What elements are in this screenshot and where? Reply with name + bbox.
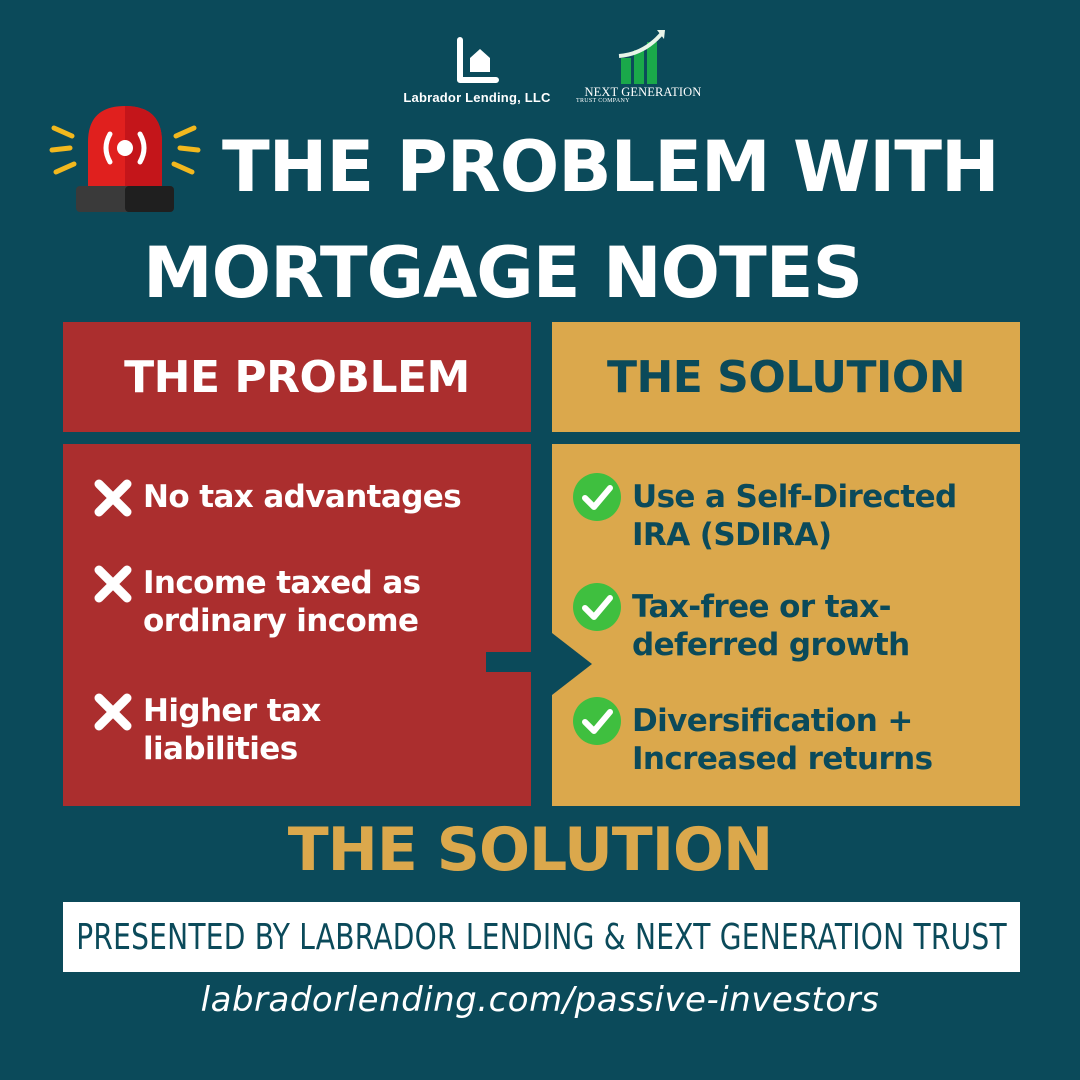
house-bracket-icon: [457, 37, 499, 83]
next-generation-logo: NEXT GENERATION TRUST COMPANY: [568, 28, 718, 105]
labrador-logo-name: Labrador Lending, LLC: [403, 90, 551, 105]
ngt-logo-sub: TRUST COMPANY: [576, 98, 630, 104]
problem-item-text: Income taxed as ordinary income: [143, 564, 421, 640]
bottom-title: THE SOLUTION: [0, 815, 1080, 885]
presented-by-text: PRESENTED BY LABRADOR LENDING & NEXT GEN…: [76, 916, 1007, 958]
problem-item: Income taxed as ordinary income: [93, 564, 421, 640]
problem-panel: No tax advantages Income taxed as ordina…: [63, 444, 531, 806]
x-mark-icon: [94, 693, 132, 731]
ngt-logo-name: NEXT GENERATION: [584, 85, 702, 99]
x-mark-icon: [94, 565, 132, 603]
solution-header: THE SOLUTION: [552, 322, 1020, 432]
solution-item-line: Tax-free or tax-: [632, 589, 892, 625]
problem-item: No tax advantages: [93, 478, 462, 518]
green-check-icon: [573, 473, 621, 521]
problem-item-text: No tax advantages: [143, 478, 462, 516]
solution-item-line: Use a Self-Directed: [632, 479, 957, 515]
problem-item-line: Income taxed as: [143, 565, 421, 601]
problem-item-line: liabilities: [143, 731, 298, 767]
green-check-icon: [573, 697, 621, 745]
labrador-lending-logo: Labrador Lending, LLC: [392, 34, 562, 105]
problem-to-solution-arrow: [486, 633, 592, 695]
siren-alarm-icon: [49, 106, 201, 212]
x-mark-icon: [94, 479, 132, 517]
problem-item-text: Higher tax liabilities: [143, 692, 321, 768]
main-title-line-2: MORTGAGE NOTES: [143, 232, 863, 314]
problem-header: THE PROBLEM: [63, 322, 531, 432]
problem-item-line: No tax advantages: [143, 479, 462, 515]
bar-chart-arrow-icon: [618, 30, 665, 84]
green-check-icon: [573, 583, 621, 631]
presented-by-banner: PRESENTED BY LABRADOR LENDING & NEXT GEN…: [63, 902, 1020, 972]
bottom-title-text: THE SOLUTION: [287, 815, 774, 885]
solution-item-line: Diversification +: [632, 703, 913, 739]
problem-item-line: ordinary income: [143, 603, 419, 639]
solution-item-text: Tax-free or tax- deferred growth: [632, 588, 910, 664]
solution-item: Tax-free or tax- deferred growth: [572, 583, 910, 664]
solution-item-line: deferred growth: [632, 627, 910, 663]
solution-header-label: THE SOLUTION: [606, 351, 966, 403]
main-title-line-1: THE PROBLEM WITH: [222, 126, 1000, 208]
problem-header-label: THE PROBLEM: [124, 351, 470, 403]
website-url[interactable]: labradorlending.com/passive-investors: [200, 980, 880, 1020]
solution-item-text: Use a Self-Directed IRA (SDIRA): [632, 478, 957, 554]
solution-panel: Use a Self-Directed IRA (SDIRA) Tax-free…: [552, 444, 1020, 806]
solution-item: Use a Self-Directed IRA (SDIRA): [572, 473, 957, 554]
solution-item-line: Increased returns: [632, 741, 933, 777]
problem-item-line: Higher tax: [143, 693, 321, 729]
solution-item: Diversification + Increased returns: [572, 697, 933, 778]
problem-item: Higher tax liabilities: [93, 692, 321, 768]
solution-item-text: Diversification + Increased returns: [632, 702, 933, 778]
solution-item-line: IRA (SDIRA): [632, 517, 832, 553]
